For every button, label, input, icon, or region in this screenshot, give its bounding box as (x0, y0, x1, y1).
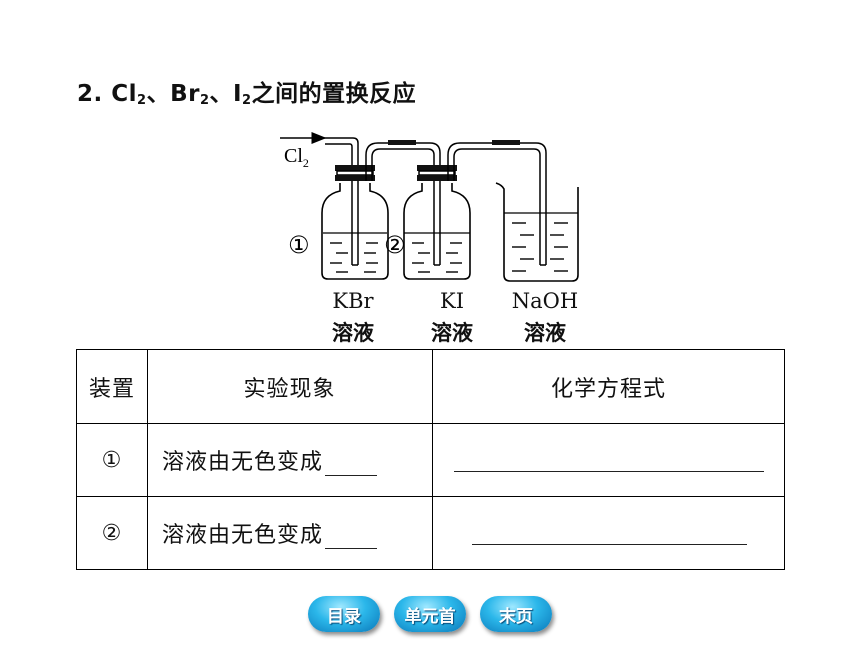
marker-1: ① (288, 231, 310, 259)
equation-blank[interactable] (472, 522, 747, 545)
catalog-button[interactable]: 目录 (308, 596, 380, 632)
experiment-table: 装置 实验现象 化学方程式 ① 溶液由无色变成 ② 溶液由无色变成 (76, 349, 785, 570)
apparatus-diagram: Cl2 (270, 125, 590, 345)
answer-blank[interactable] (325, 528, 378, 549)
bottle-1 (321, 137, 389, 280)
row-equation (432, 423, 785, 497)
table-row: ② 溶液由无色变成 (76, 496, 785, 570)
marker-2: ② (384, 231, 406, 259)
row-phenomenon: 溶液由无色变成 (147, 496, 433, 570)
beaker (495, 182, 579, 282)
row-device: ② (76, 496, 148, 570)
header-phenomenon: 实验现象 (147, 349, 433, 424)
table-row: ① 溶液由无色变成 (76, 423, 785, 497)
beaker-label: NaOH 溶液 (511, 289, 579, 345)
bottle-2 (403, 165, 471, 280)
header-device: 装置 (76, 349, 148, 424)
header-equation: 化学方程式 (432, 349, 785, 424)
unit-first-button[interactable]: 单元首 (394, 596, 466, 632)
answer-blank[interactable] (325, 455, 378, 476)
apparatus-svg: Cl2 (280, 132, 579, 282)
bottle-1-label: KBr 溶液 (332, 289, 374, 345)
last-page-button[interactable]: 末页 (480, 596, 552, 632)
bottle-2-label: KI 溶液 (431, 289, 473, 345)
row-phenomenon: 溶液由无色变成 (147, 423, 433, 497)
equation-blank[interactable] (453, 449, 764, 472)
row-equation (432, 496, 785, 570)
gas-label: Cl2 (284, 145, 309, 170)
table-header-row: 装置 实验现象 化学方程式 (76, 349, 785, 424)
row-device: ① (76, 423, 148, 497)
page-title: 2. Cl2、Br2、I2之间的置换反应 (77, 81, 417, 108)
